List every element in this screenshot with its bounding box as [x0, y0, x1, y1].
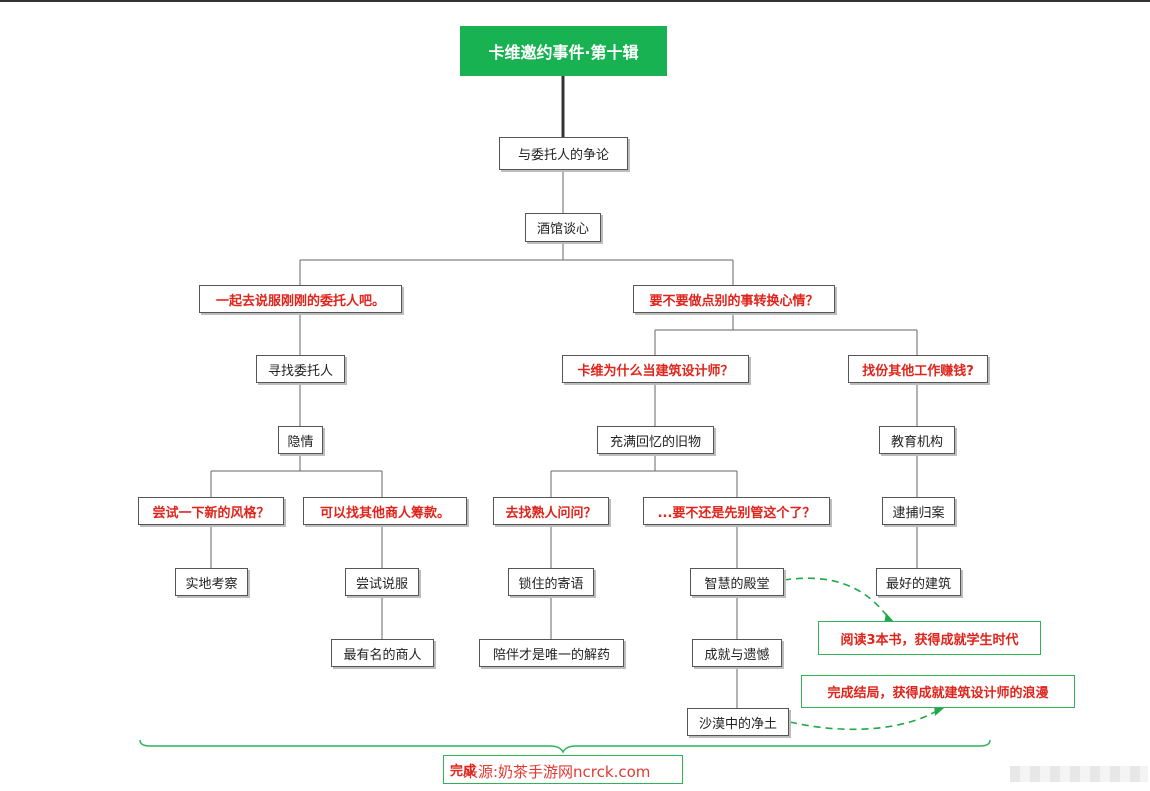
- node-locked-message: 锁住的寄语: [508, 568, 594, 596]
- node-try-persuade: 尝试说服: [345, 568, 419, 596]
- root-node: 卡维邀约事件·第十辑: [460, 26, 667, 76]
- node-leave-it: ...要不还是先别管这个了？: [643, 497, 830, 525]
- node-tavern-talk: 酒馆谈心: [525, 213, 601, 242]
- node-best-building: 最好的建筑: [876, 568, 961, 596]
- node-education-org: 教育机构: [879, 426, 955, 454]
- node-memory-items: 充满回忆的旧物: [597, 426, 714, 454]
- top-border-line: [0, 0, 1150, 2]
- node-companionship: 陪伴才是唯一的解药: [479, 639, 624, 667]
- watermark-text: 来源:奶茶手游网ncrck.com: [463, 763, 651, 781]
- node-change-mood: 要不要做点别的事转换心情？: [633, 285, 835, 313]
- blurred-logo: [1010, 766, 1148, 782]
- node-achievement-regret: 成就与遗憾: [692, 639, 782, 667]
- node-famous-merchant: 最有名的商人: [331, 639, 434, 667]
- node-hidden-story: 隐情: [278, 426, 323, 454]
- node-desert-paradise: 沙漠中的净土: [687, 708, 789, 736]
- node-try-new-style: 尝试一下新的风格？: [138, 497, 284, 525]
- node-find-client: 寻找委托人: [256, 355, 345, 383]
- node-site-survey: 实地考察: [175, 568, 248, 596]
- node-why-architect: 卡维为什么当建筑设计师？: [562, 355, 749, 383]
- node-argue-client: 与委托人的争论: [499, 137, 628, 170]
- achievement-complete-ending: 完成结局，获得成就建筑设计师的浪漫: [801, 675, 1075, 708]
- node-ask-acquaintance: 去找熟人问问？: [493, 497, 609, 525]
- node-ask-merchants: 可以找其他商人筹款。: [303, 497, 467, 525]
- node-find-other-work: 找份其他工作赚钱?: [848, 355, 988, 383]
- achievement-read-books: 阅读3本书，获得成就学生时代: [818, 621, 1041, 655]
- node-wisdom-palace: 智慧的殿堂: [690, 568, 784, 596]
- final-achievement-box: 完成: [443, 755, 683, 784]
- node-persuade-client: 一起去说服刚刚的委托人吧。: [199, 285, 402, 313]
- node-arrest-case: 逮捕归案: [882, 497, 955, 525]
